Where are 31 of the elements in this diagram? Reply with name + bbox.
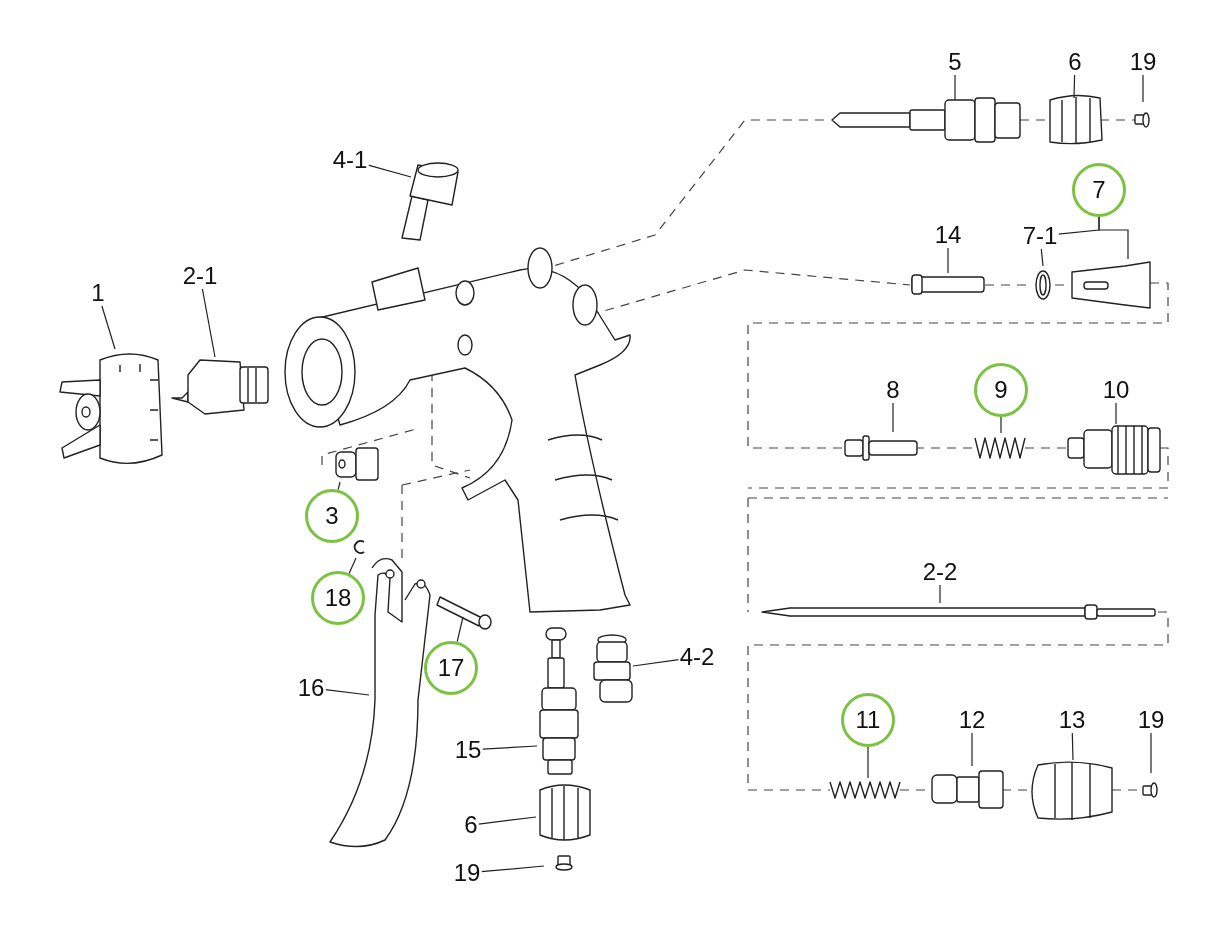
callout-number: 3 bbox=[305, 489, 359, 543]
callout-number: 17 bbox=[424, 641, 478, 695]
leader-line bbox=[367, 164, 412, 178]
leader-line bbox=[1057, 216, 1100, 235]
leader-line bbox=[456, 616, 464, 643]
leader-line bbox=[939, 584, 941, 604]
leader-line bbox=[324, 689, 370, 696]
leader-line bbox=[892, 402, 894, 433]
leader-line bbox=[1071, 732, 1074, 761]
leader-line bbox=[867, 746, 869, 779]
leader-line bbox=[1000, 416, 1002, 434]
leader-line bbox=[947, 247, 949, 274]
callout-number: 9 bbox=[974, 363, 1028, 417]
leader-line bbox=[337, 481, 341, 491]
callout-number: 18 bbox=[311, 571, 365, 625]
leader-line bbox=[348, 557, 357, 574]
leader-line bbox=[201, 288, 216, 358]
leader-line bbox=[1150, 732, 1152, 774]
callout-number: 11 bbox=[841, 693, 895, 747]
callout-number: 7 bbox=[1072, 163, 1126, 217]
leader-line bbox=[480, 865, 545, 873]
leader-line bbox=[481, 745, 538, 750]
leader-line bbox=[1040, 248, 1044, 267]
leader-line bbox=[1073, 74, 1076, 99]
leader-line bbox=[632, 659, 680, 667]
leader-line bbox=[971, 732, 973, 767]
leader-line bbox=[954, 74, 956, 101]
leader-line bbox=[1142, 74, 1144, 103]
leader-line bbox=[101, 305, 116, 350]
leader-line bbox=[1115, 402, 1117, 425]
leader-line bbox=[478, 816, 537, 825]
